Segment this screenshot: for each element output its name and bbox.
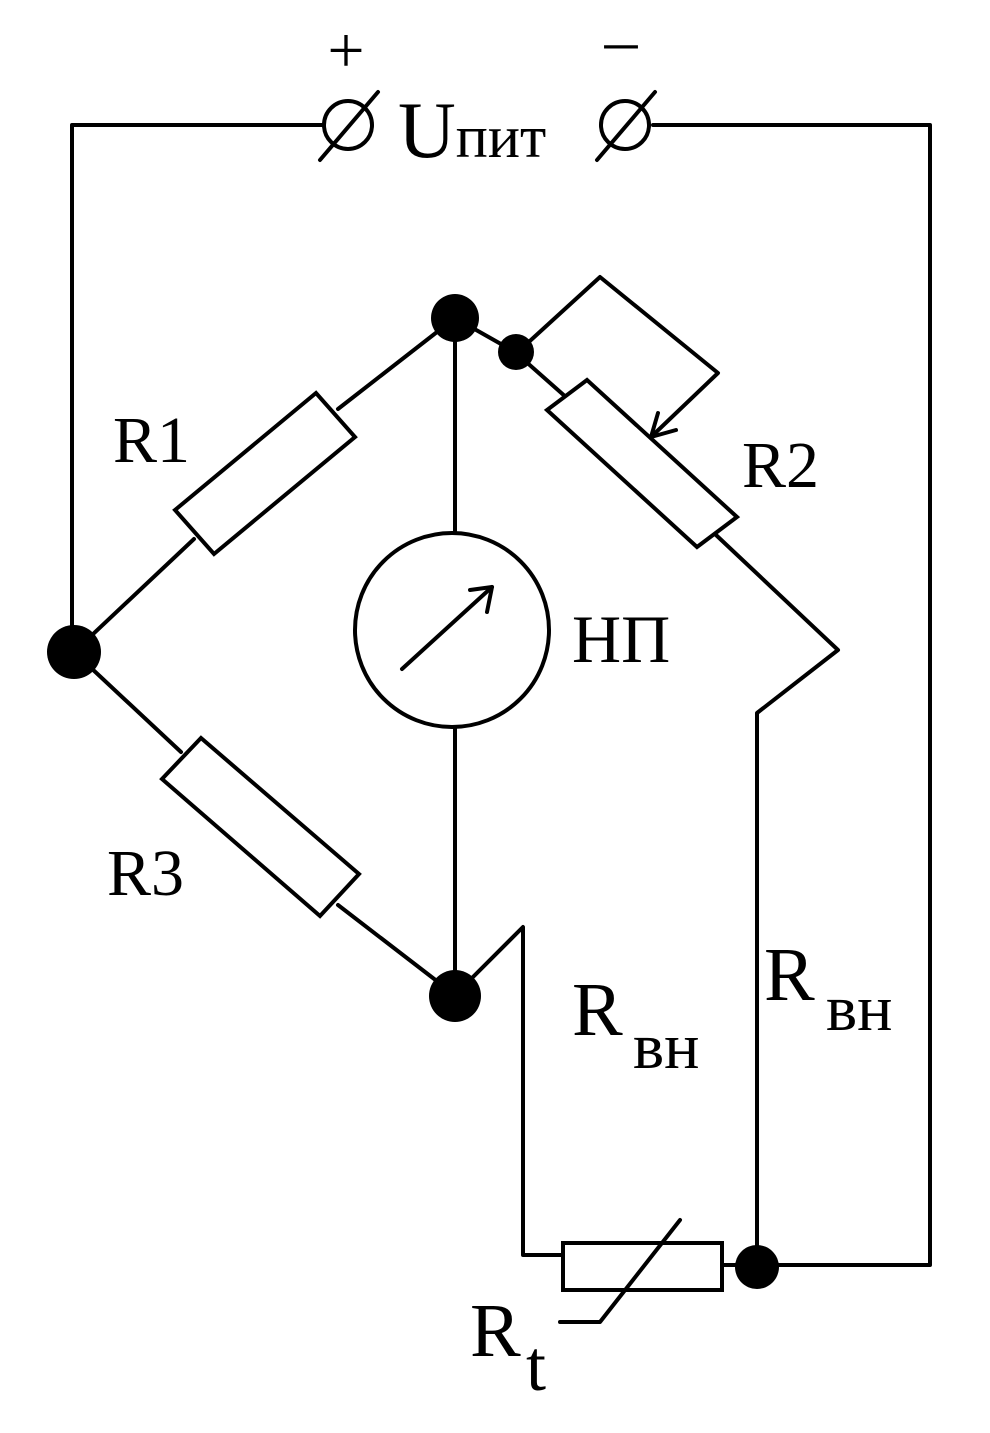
label-rt: R t — [470, 1289, 546, 1406]
junction-left — [47, 625, 101, 679]
label-rvn-right: R вн — [764, 933, 892, 1045]
label-r1: R1 — [113, 404, 190, 477]
junction-top — [431, 294, 479, 342]
supply-wiring — [70, 123, 932, 1267]
null-indicator-meter — [353, 531, 551, 729]
resistor-r2 — [543, 377, 741, 550]
supply-plus-sign: + — [327, 14, 364, 87]
junction-dots — [47, 294, 779, 1289]
junction-r2-wiper — [498, 334, 534, 370]
supply-terminal-plus — [318, 90, 380, 162]
label-r2: R2 — [742, 429, 819, 502]
junction-bottom — [429, 970, 481, 1022]
junction-rt-right — [735, 1245, 779, 1289]
supply-label: Uпит — [398, 87, 546, 175]
resistor-r1 — [172, 390, 358, 557]
label-meter: НП — [572, 601, 670, 677]
label-rvn-left: R вн — [572, 968, 699, 1083]
resistor-r3 — [159, 735, 362, 919]
thermistor-rt — [558, 1218, 724, 1324]
supply-terminal-minus — [595, 90, 657, 162]
label-r3: R3 — [107, 837, 184, 910]
supply-minus-sign: – — [604, 4, 639, 77]
r2-wiper — [518, 275, 720, 439]
